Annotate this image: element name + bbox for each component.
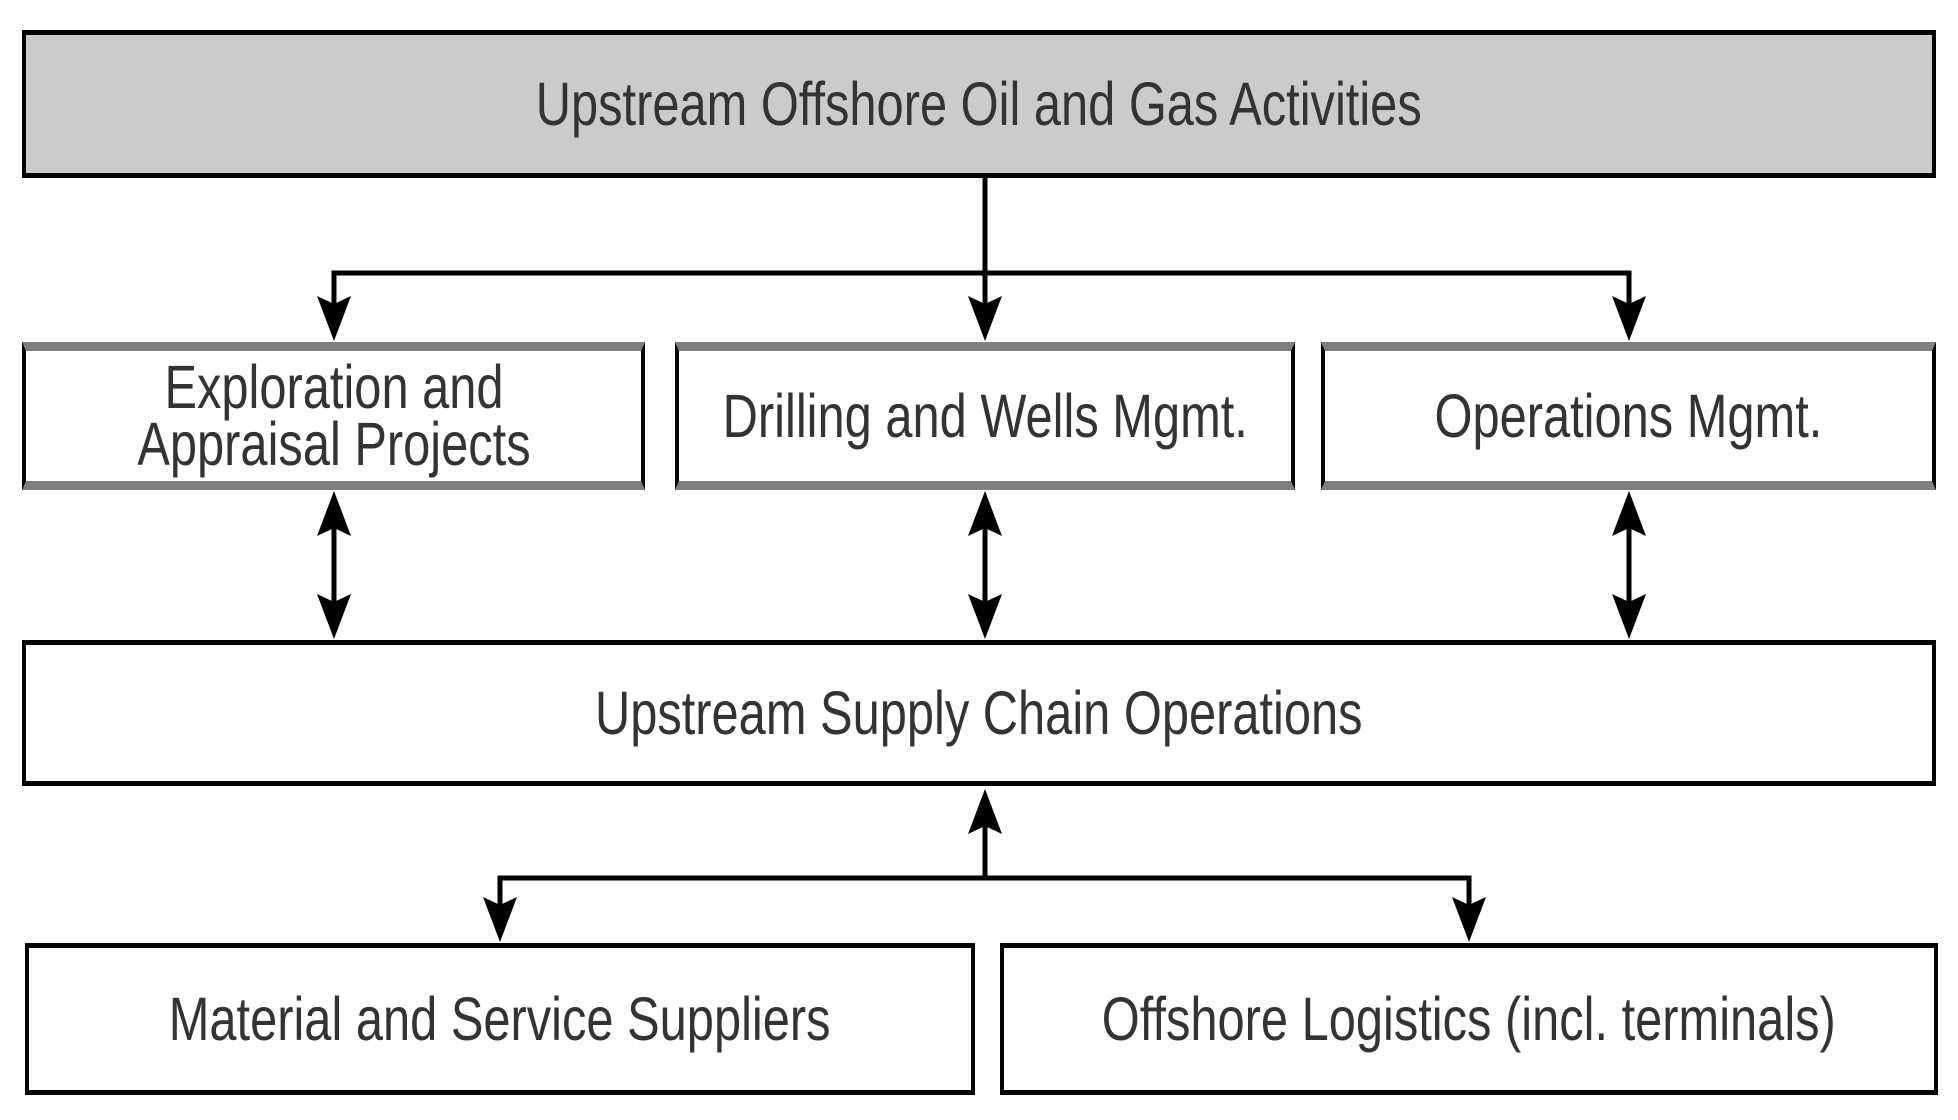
arrowhead-up-icon (317, 491, 351, 536)
node-offshore-logistics: Offshore Logistics (incl. terminals) (1000, 943, 1938, 1095)
bidirectional-arrow-drilling (968, 491, 1002, 639)
bidirectional-arrow-exploration (317, 491, 351, 639)
node-label: Operations Mgmt. (1434, 381, 1823, 450)
node-material-service-suppliers: Material and Service Suppliers (25, 943, 975, 1095)
arrowhead-down-icon (317, 594, 351, 639)
arrowhead-down-icon (317, 296, 351, 341)
arrowhead-up-icon (968, 789, 1002, 834)
node-label: Drilling and Wells Mgmt. (722, 381, 1248, 450)
node-label: Exploration and Appraisal Projects (136, 353, 531, 478)
arrowhead-down-icon (968, 296, 1002, 341)
node-upstream-offshore-activities: Upstream Offshore Oil and Gas Activities (22, 30, 1936, 178)
bidirectional-arrow-operations (1612, 491, 1646, 639)
node-operations-mgmt: Operations Mgmt. (1321, 342, 1936, 490)
node-label: Upstream Offshore Oil and Gas Activities (535, 69, 1422, 138)
arrowhead-up-icon (1612, 491, 1646, 536)
arrowhead-up-icon (968, 491, 1002, 536)
node-drilling-wells: Drilling and Wells Mgmt. (675, 342, 1295, 490)
node-label: Upstream Supply Chain Operations (595, 678, 1363, 747)
bottom-branch-connector (483, 789, 1486, 942)
arrowhead-down-icon (1452, 897, 1486, 942)
top-branch-connector (317, 175, 1646, 341)
node-label: Offshore Logistics (incl. terminals) (1101, 984, 1837, 1053)
arrowhead-down-icon (968, 594, 1002, 639)
arrowhead-down-icon (1612, 296, 1646, 341)
arrowhead-down-icon (1612, 594, 1646, 639)
node-exploration-appraisal: Exploration and Appraisal Projects (22, 342, 645, 490)
arrowhead-down-icon (483, 897, 517, 942)
node-supply-chain-operations: Upstream Supply Chain Operations (22, 640, 1936, 786)
node-label: Material and Service Suppliers (169, 984, 831, 1053)
